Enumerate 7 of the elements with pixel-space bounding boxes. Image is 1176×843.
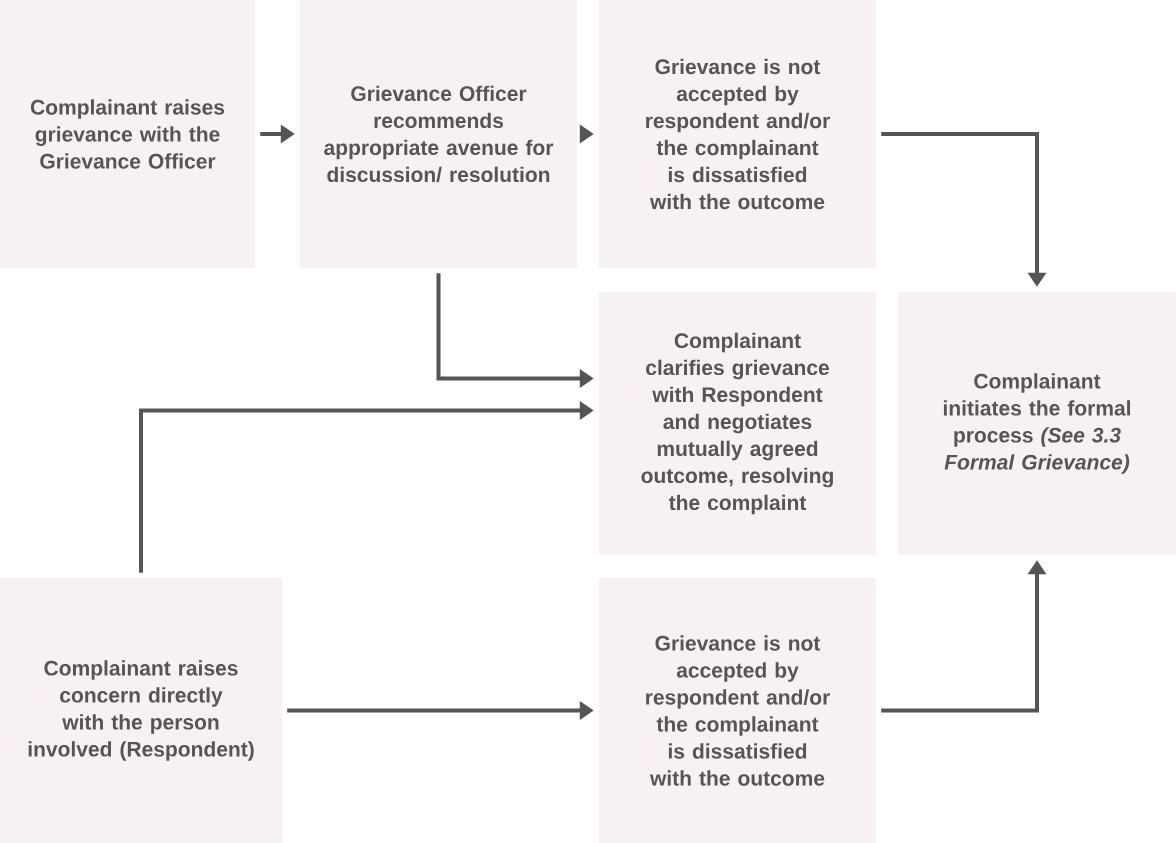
process-box: Complainant raises concern directly with the person involved (Respondent) [0,578,282,843]
process-box: Grievance is not accepted by respondent and/or the complainant is dissatisfied with the outcome [599,578,876,843]
process-box: Grievance Officer recommends appropriate avenue for discussion/ resolution [300,0,577,268]
process-box: Grievance is not accepted by respondent and/or the complainant is dissatisfied with the outcome [599,0,876,268]
process-box: Complainant initiates the formal process (See 3.3 Formal Grievance) [898,292,1176,555]
process-box: Complainant raises grievance with the Grievance Officer [0,0,255,268]
process-box: Complainant clarifies grievance with Respondent and negotiates mutually agreed outcome, resolving the complaint [599,292,876,555]
